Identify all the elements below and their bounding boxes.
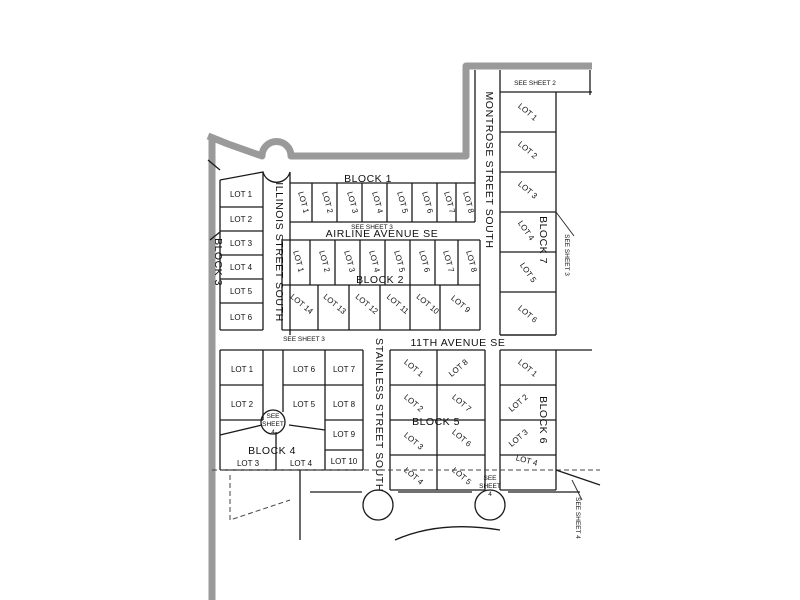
sheet-number: 4 [271,429,275,436]
lot-label: LOT 5 [293,400,316,409]
lot-label: LOT 4 [230,263,253,272]
lot-label: LOT 8 [461,191,476,215]
lot-label: LOT 5 [392,250,407,274]
block-3-lots: LOT 1 LOT 2 LOT 3 LOT 4 LOT 5 LOT 6 [230,190,253,322]
block-label-5: BLOCK 5 [412,416,460,428]
see-sheet-3-label-right: SEE SHEET 3 [563,234,570,276]
street-label-montrose: MONTROSE STREET SOUTH [483,91,495,248]
see-sheet-4-label-bottom: SEE SHEET 4 [574,497,581,539]
block-label-2: BLOCK 2 [356,274,404,286]
sheet-word: SHEET [262,421,284,428]
lot-label: LOT 3 [516,180,539,201]
lot-label: LOT 8 [464,250,479,274]
lot-label: LOT 10 [415,292,442,316]
lot-label: LOT 1 [516,358,539,379]
lot-label: LOT 6 [417,250,432,274]
lot-label: LOT 12 [354,292,381,316]
sheet-number: 4 [488,491,492,498]
lot-label: LOT 4 [367,250,382,274]
lot-label: LOT 6 [293,365,316,374]
see-sheet-3-label-block1: SEE SHEET 3 [351,224,393,231]
lot-lines [207,70,601,541]
block-4-lots: LOT 1 LOT 2 LOT 3 LOT 4 LOT 5 LOT 6 LOT … [231,365,358,468]
lot-label: LOT 5 [230,287,253,296]
lot-label: LOT 5 [395,191,410,215]
lot-label: LOT 9 [449,294,472,315]
lot-label: LOT 2 [402,393,425,414]
lot-label: LOT 1 [296,191,311,215]
street-label-11th: 11TH AVENUE SE [411,337,506,349]
lot-label: LOT 3 [237,459,260,468]
lot-label: LOT 10 [331,457,358,466]
lot-label: LOT 3 [342,250,357,274]
cul-de-sacs [260,409,506,521]
lot-label: LOT 1 [516,102,539,123]
lot-label: LOT 4 [290,459,313,468]
lot-label: LOT 6 [230,313,253,322]
block-label-3: BLOCK 3 [212,238,224,286]
lot-label: LOT 7 [442,191,457,215]
lot-label: LOT 2 [231,400,254,409]
lot-label: LOT 2 [516,140,539,161]
see-sheet-4-cul-de-sac-left: SEE SHEET 4 [262,413,284,436]
lot-label: LOT 8 [447,357,470,378]
see-word: SEE [266,413,280,420]
block-6-lots: LOT 1 LOT 2 LOT 3 LOT 4 [507,358,539,468]
lot-label: LOT 11 [385,292,411,316]
lot-label: LOT 6 [516,304,539,325]
lot-label: LOT 2 [317,250,332,274]
lot-label: LOT 7 [441,250,456,274]
lot-label: LOT 1 [231,365,254,374]
lot-label: LOT 7 [333,365,356,374]
block-label-4: BLOCK 4 [248,445,296,457]
lot-label: LOT 6 [450,428,473,449]
street-label-airline: AIRLINE AVENUE SE [326,228,439,240]
block-label-6: BLOCK 6 [537,396,549,444]
lot-label: LOT 3 [345,191,360,215]
lot-label: LOT 4 [370,191,385,215]
see-sheet-4-cul-de-sac-right: SEE SHEET 4 [479,475,501,498]
lot-label: LOT 4 [402,466,425,487]
lot-label: LOT 1 [230,190,253,199]
lot-label: LOT 3 [507,427,530,448]
lot-label: LOT 13 [322,292,349,316]
lot-label: LOT 3 [402,431,425,452]
lot-label: LOT 2 [507,392,530,413]
lot-label: LOT 9 [333,430,356,439]
subdivision-boundary [206,62,592,600]
see-sheet-2-label: SEE SHEET 2 [514,80,556,87]
sheet-word: SHEET [479,483,501,490]
lot-label: LOT 4 [516,219,536,243]
lot-label: LOT 2 [320,191,335,215]
block-label-1: BLOCK 1 [344,173,392,185]
lot-label: LOT 14 [289,292,316,316]
lot-label: LOT 8 [333,400,356,409]
lot-label: LOT 1 [291,250,306,274]
lot-label: LOT 2 [230,215,253,224]
lot-label: LOT 6 [420,191,435,215]
lot-label: LOT 5 [518,261,538,285]
see-word: SEE [483,475,497,482]
block-label-7: BLOCK 7 [537,216,549,264]
block-1-lots: LOT 1 LOT 2 LOT 3 LOT 4 LOT 5 LOT 6 LOT … [296,191,476,215]
lot-label: LOT 3 [230,239,253,248]
see-sheet-3-label-left: SEE SHEET 3 [283,336,325,343]
street-label-illinois: ILLINOIS STREET SOUTH [273,182,285,322]
lot-label: LOT 1 [402,358,425,379]
lot-label: LOT 7 [450,393,473,414]
street-label-stainless: STAINLESS STREET SOUTH [373,338,385,492]
lot-label: LOT 5 [450,466,473,487]
